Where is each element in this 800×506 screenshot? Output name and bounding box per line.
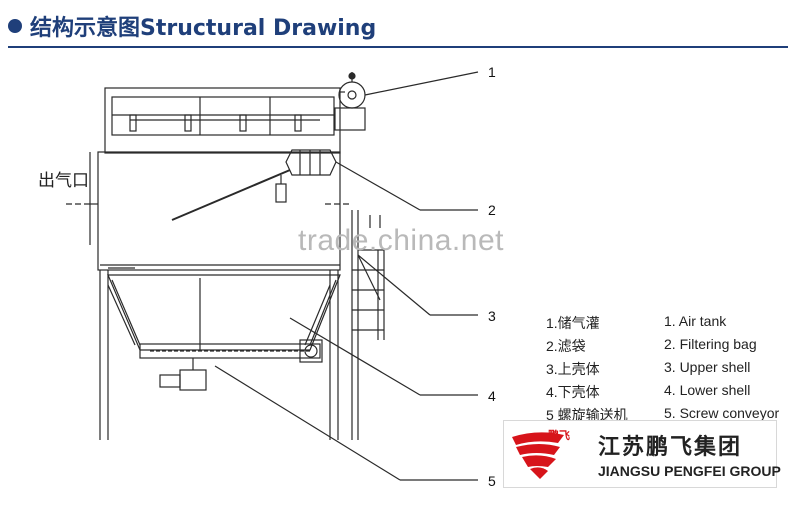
air-tank <box>334 72 366 131</box>
callout-1: 1 <box>488 64 496 80</box>
legend-item: 4.下壳体 4. Lower shell <box>546 382 779 405</box>
outlet-label: 出气口 <box>38 171 89 191</box>
company-name-cn: 江苏鹏飞集团 <box>598 435 743 460</box>
company-name-en: JIANGSU PENGFEI GROUP <box>598 463 781 479</box>
legend-en: 4. Lower shell <box>664 382 751 398</box>
legend-cn: 2.滤袋 <box>546 338 586 354</box>
legend-cn: 4.下壳体 <box>546 384 600 400</box>
section-header: 结构示意图Structural Drawing <box>8 8 376 44</box>
company-logo: 鹏飞 江苏鹏飞集团 JIANGSU PENGFEI GROUP <box>503 420 781 488</box>
screw-conveyor <box>139 339 323 391</box>
header-divider <box>8 46 788 48</box>
page-title: 结构示意图Structural Drawing <box>30 16 377 41</box>
bullet-icon <box>8 19 22 33</box>
top-frame <box>104 87 345 154</box>
leader-lines <box>214 71 479 481</box>
upper-shell <box>66 151 350 271</box>
callout-5: 5 <box>488 473 496 489</box>
legend-en: 1. Air tank <box>664 313 727 329</box>
legend-item: 5 螺旋输送机 5. Screw conveyor <box>546 405 779 428</box>
legend-item: 3.上壳体 3. Upper shell <box>546 359 779 382</box>
legend-cn: 5 螺旋输送机 <box>546 407 628 423</box>
legend-item: 1.储气灌 1. Air tank <box>546 313 779 336</box>
pengfei-logo-icon: 鹏飞 <box>512 428 570 479</box>
logo-mark-text: 鹏飞 <box>548 428 570 442</box>
legend-en: 5. Screw conveyor <box>664 405 780 421</box>
legend-en: 3. Upper shell <box>664 359 751 375</box>
parts-legend: 1.储气灌 1. Air tank 2.滤袋 2. Filtering bag … <box>546 313 779 428</box>
legend-en: 2. Filtering bag <box>664 336 757 352</box>
legend-cn: 3.上壳体 <box>546 361 600 377</box>
lower-shell <box>107 274 341 351</box>
support-legs <box>99 270 339 440</box>
legend-cn: 1.储气灌 <box>546 315 600 331</box>
callout-2: 2 <box>488 202 496 218</box>
filter-bag-valves <box>171 149 337 221</box>
side-ladder <box>351 210 385 440</box>
legend-item: 2.滤袋 2. Filtering bag <box>546 336 779 359</box>
watermark-text: trade.china.net <box>298 224 504 257</box>
callout-4: 4 <box>488 388 496 404</box>
callout-3: 3 <box>488 308 496 324</box>
